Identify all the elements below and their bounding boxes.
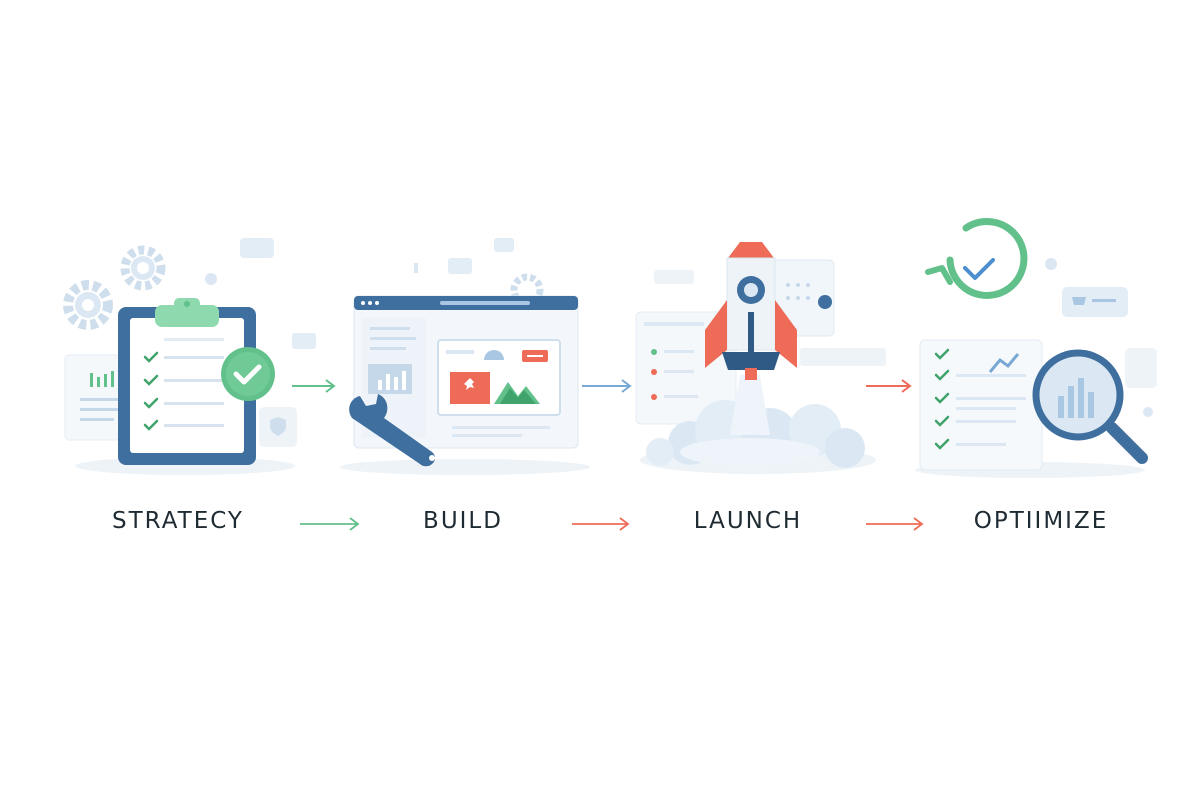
gear-icon bbox=[120, 245, 166, 291]
connector-arrow bbox=[866, 517, 924, 531]
wrench-icon bbox=[349, 394, 435, 467]
checklist-icon bbox=[143, 338, 224, 431]
rocket-icon bbox=[705, 242, 797, 380]
refresh-check-icon bbox=[925, 218, 1028, 299]
browser-window-icon bbox=[353, 295, 579, 449]
strategy-illustration bbox=[63, 238, 316, 475]
launch-illustration bbox=[635, 242, 886, 474]
arrow-icon bbox=[582, 379, 632, 393]
stage-label-strategy: STRATECY bbox=[112, 508, 244, 534]
checklist-document-icon bbox=[919, 339, 1043, 471]
stage-label-build: BUILD bbox=[423, 508, 503, 534]
check-badge-icon bbox=[221, 347, 275, 401]
connector-arrow bbox=[300, 517, 360, 531]
stage-label-launch: LAUNCH bbox=[693, 508, 803, 534]
connector-arrow bbox=[572, 517, 630, 531]
gear-icon bbox=[63, 280, 113, 330]
stage-label-optimize: OPTIIMIZE bbox=[973, 508, 1109, 534]
magnifier-icon bbox=[1032, 349, 1148, 464]
build-illustration bbox=[340, 238, 590, 475]
smoke-cloud-icon bbox=[640, 375, 876, 474]
optimize-illustration bbox=[915, 218, 1157, 478]
arrow-icon bbox=[292, 379, 336, 393]
arrow-icon bbox=[866, 379, 912, 393]
